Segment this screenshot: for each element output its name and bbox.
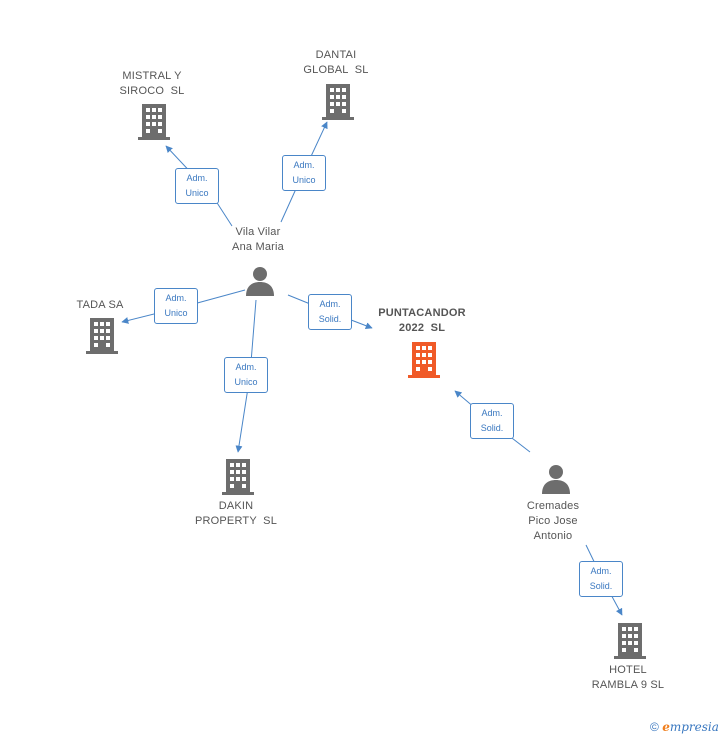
edge-label-vila-dakin[interactable]: Adm.Unico xyxy=(224,357,268,393)
person-icon[interactable] xyxy=(244,265,276,297)
node-label-vila: Vila Vilar Ana Maria xyxy=(232,226,284,253)
node-label-puntacandor: PUNTACANDOR 2022 SL xyxy=(378,307,466,334)
edge-label-vila-puntacandor[interactable]: Adm.Solid. xyxy=(308,294,352,330)
node-label-dakin: DAKIN PROPERTY SL xyxy=(194,500,278,527)
building-icon[interactable] xyxy=(86,318,118,354)
edge-label-vila-tada[interactable]: Adm.Unico xyxy=(154,288,198,324)
brand-logo: © empresia xyxy=(650,720,719,734)
building-icon[interactable] xyxy=(614,623,646,659)
building-icon[interactable] xyxy=(138,104,170,140)
node-label-dantai: DANTAI GLOBAL SL xyxy=(303,49,369,76)
node-label-mistral: MISTRAL Y SIROCO SL xyxy=(119,70,185,97)
person-icon[interactable] xyxy=(540,463,572,495)
building-icon[interactable] xyxy=(408,342,440,378)
edge-label-vila-mistral[interactable]: Adm.Unico xyxy=(175,168,219,204)
node-label-hotel: HOTEL RAMBLA 9 SL xyxy=(591,664,665,691)
node-label-cremades: Cremades Pico Jose Antonio xyxy=(526,500,580,542)
edge-label-vila-dantai[interactable]: Adm.Unico xyxy=(282,155,326,191)
copyright-icon: © xyxy=(650,720,659,734)
edge-label-cremades-puntacandor[interactable]: Adm.Solid. xyxy=(470,403,514,439)
building-icon[interactable] xyxy=(322,84,354,120)
building-icon[interactable] xyxy=(222,459,254,495)
edge-label-cremades-hotel[interactable]: Adm.Solid. xyxy=(579,561,623,597)
node-label-tada: TADA SA xyxy=(76,299,124,311)
